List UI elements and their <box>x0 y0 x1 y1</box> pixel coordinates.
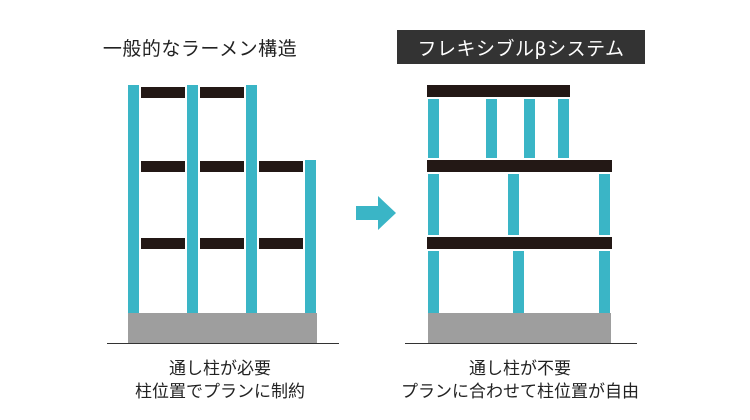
left-ground-line <box>107 343 339 344</box>
left-caption-line-2: 柱位置でプランに制約 <box>135 382 305 402</box>
left-beam-low-3 <box>259 238 303 249</box>
left-beam-mid-2 <box>200 161 244 172</box>
right-beam-top <box>427 85 570 97</box>
right-column-low-2 <box>513 251 524 313</box>
left-foundation <box>128 313 317 343</box>
right-title-banner: フレキシブルβシステム <box>397 30 645 64</box>
right-column-top-2 <box>486 99 497 158</box>
left-beam-top-1 <box>141 87 185 98</box>
left-title: 一般的なラーメン構造 <box>102 38 298 60</box>
left-beam-mid-1 <box>141 161 185 172</box>
left-caption: 通し柱が必要 柱位置でプランに制約 <box>100 358 340 404</box>
right-column-low-3 <box>599 251 610 313</box>
arrow-shape <box>356 196 396 230</box>
right-beam-mid <box>427 160 612 172</box>
right-ground-line <box>405 343 637 344</box>
right-caption-line-2: プランに合わせて柱位置が自由 <box>401 382 639 402</box>
right-column-mid-1 <box>428 174 439 235</box>
right-title: フレキシブルβシステム <box>417 37 625 60</box>
left-beam-mid-3 <box>259 161 303 172</box>
right-foundation <box>428 313 611 343</box>
right-arrow-icon <box>356 196 396 230</box>
left-column-3 <box>246 85 257 313</box>
right-column-top-1 <box>428 99 439 158</box>
right-beam-low <box>427 237 612 249</box>
left-column-2 <box>187 85 198 313</box>
right-caption-line-1: 通し柱が不要 <box>469 359 571 379</box>
right-column-mid-3 <box>599 174 610 235</box>
left-beam-low-2 <box>200 238 244 249</box>
left-column-4 <box>305 160 316 313</box>
right-column-low-1 <box>428 251 439 313</box>
left-caption-line-1: 通し柱が必要 <box>169 359 271 379</box>
right-column-top-4 <box>558 99 569 158</box>
left-column-1 <box>128 85 139 313</box>
left-beam-low-1 <box>141 238 185 249</box>
left-beam-top-2 <box>200 87 244 98</box>
right-caption: 通し柱が不要 プランに合わせて柱位置が自由 <box>380 358 660 404</box>
right-column-top-3 <box>524 99 535 158</box>
right-column-mid-2 <box>508 174 519 235</box>
